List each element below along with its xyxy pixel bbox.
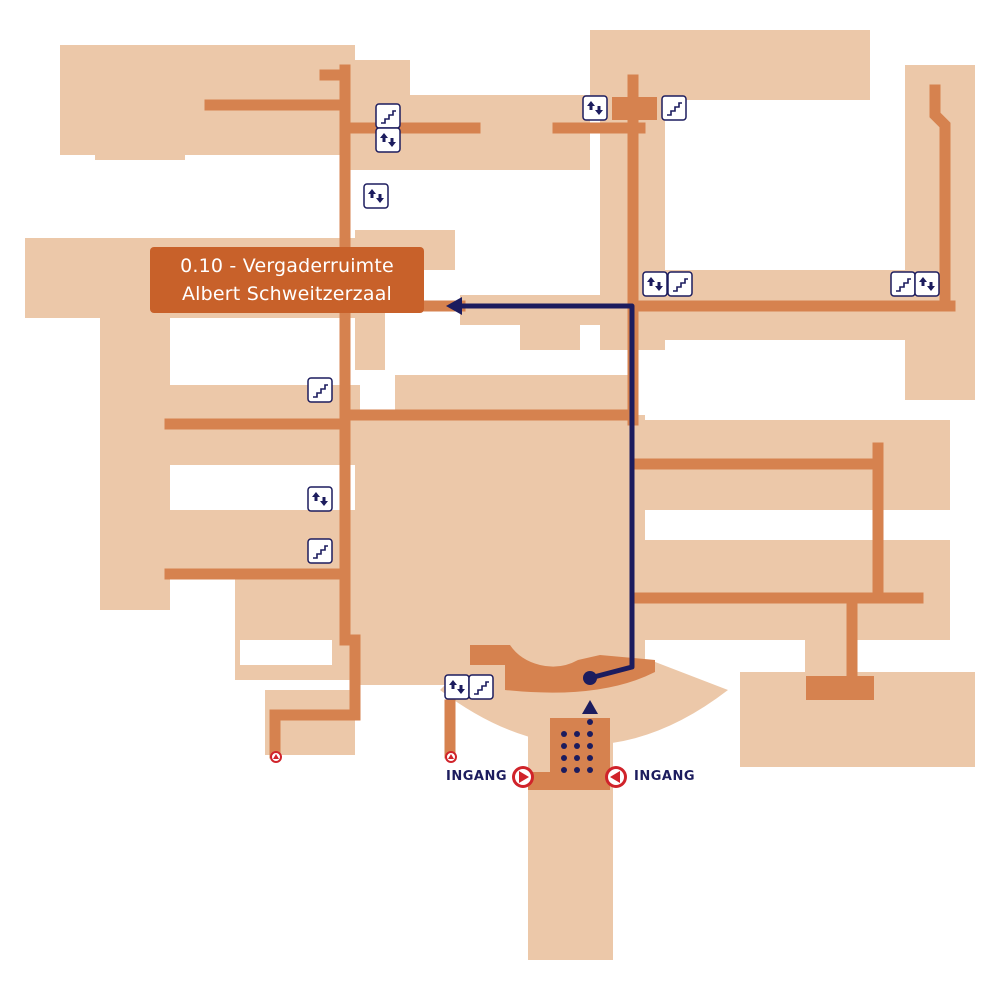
stairs-icon (307, 538, 333, 564)
route-path (446, 297, 635, 685)
stairs-icon (468, 674, 494, 700)
entrance-marker-right-icon (605, 766, 627, 788)
stairs-icon (307, 377, 333, 403)
elevator-icon (582, 95, 608, 121)
start-point-icon (583, 671, 597, 685)
destination-room-number: 0.10 - Vergaderruimte (180, 255, 394, 277)
elevator-icon (914, 271, 940, 297)
stairs-icon (890, 271, 916, 297)
stairs-icon (667, 271, 693, 297)
elevator-icon (444, 674, 470, 700)
corridor-blocks (228, 97, 874, 790)
corridors (164, 64, 956, 759)
entrance-walk-dots (561, 700, 598, 773)
stairs-icon (375, 103, 401, 129)
elevator-icon (307, 486, 333, 512)
entrance-marker-left-icon (512, 766, 534, 788)
stairs-icon (661, 95, 687, 121)
entrance-arrow-icon (582, 700, 598, 714)
exit-marker-icon (270, 751, 282, 763)
entrance-label-left: INGANG (446, 769, 507, 784)
elevator-icon (375, 127, 401, 153)
destination-room-name: Albert Schweitzerzaal (181, 283, 393, 305)
courtyards (240, 100, 900, 665)
route-arrow-icon (446, 297, 462, 315)
elevator-icon (363, 183, 389, 209)
entrance-label-right: INGANG (634, 769, 695, 784)
elevator-icon (642, 271, 668, 297)
exit-marker-icon (445, 751, 457, 763)
destination-label: 0.10 - Vergaderruimte Albert Schweitzerz… (150, 247, 424, 313)
